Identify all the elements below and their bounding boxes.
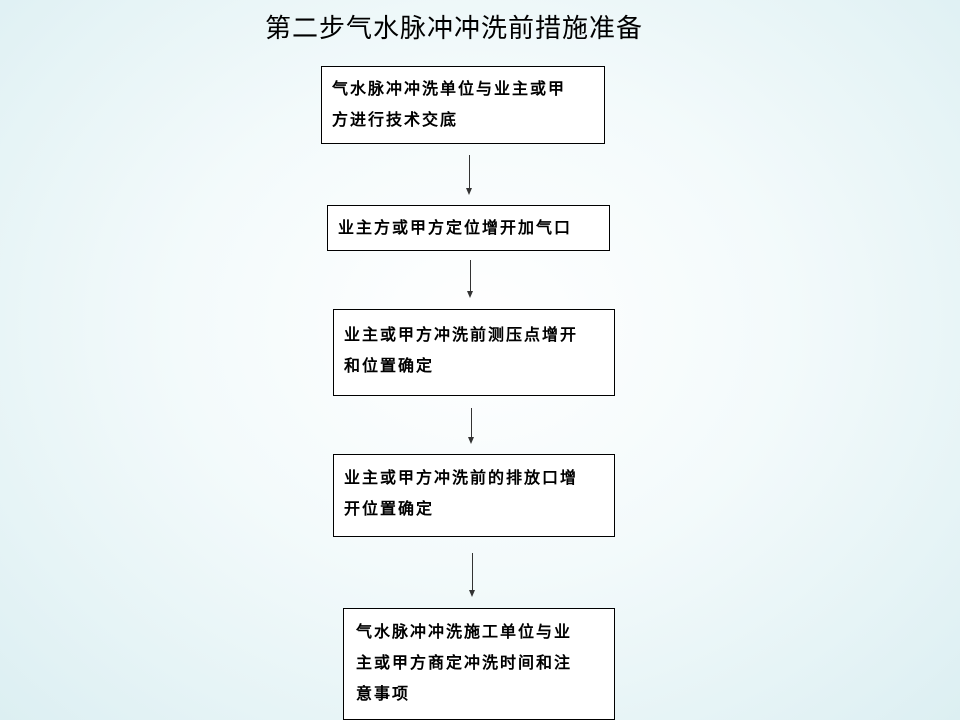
- step-text: 业主方或甲方定位增开加气口: [338, 218, 573, 237]
- step-box-1: 气水脉冲冲洗单位与业主或甲 方进行技术交底: [321, 66, 605, 144]
- step-box-5: 气水脉冲冲洗施工单位与业 主或甲方商定冲洗时间和注 意事项: [343, 608, 615, 720]
- step-box-3: 业主或甲方冲洗前测压点增开 和位置确定: [333, 309, 615, 396]
- step-box-4: 业主或甲方冲洗前的排放口增 开位置确定: [333, 454, 615, 537]
- step-text: 开位置确定: [344, 499, 435, 518]
- arrow-down-icon: [468, 408, 474, 444]
- step-text: 气水脉冲冲洗单位与业主或甲: [332, 79, 567, 98]
- step-text: 气水脉冲冲洗施工单位与业: [356, 622, 573, 641]
- arrow-down-icon: [466, 155, 472, 195]
- step-text: 业主或甲方冲洗前的排放口增: [344, 468, 579, 487]
- step-text: 业主或甲方冲洗前测压点增开: [344, 325, 579, 344]
- arrow-down-icon: [467, 260, 473, 298]
- step-text: 和位置确定: [344, 356, 435, 375]
- step-box-2: 业主方或甲方定位增开加气口: [327, 205, 610, 251]
- arrow-down-icon: [469, 553, 475, 597]
- step-text: 主或甲方商定冲洗时间和注: [356, 653, 573, 672]
- step-text: 意事项: [356, 684, 411, 703]
- step-text: 方进行技术交底: [332, 110, 459, 129]
- slide-title: 第二步气水脉冲冲洗前措施准备: [265, 14, 644, 44]
